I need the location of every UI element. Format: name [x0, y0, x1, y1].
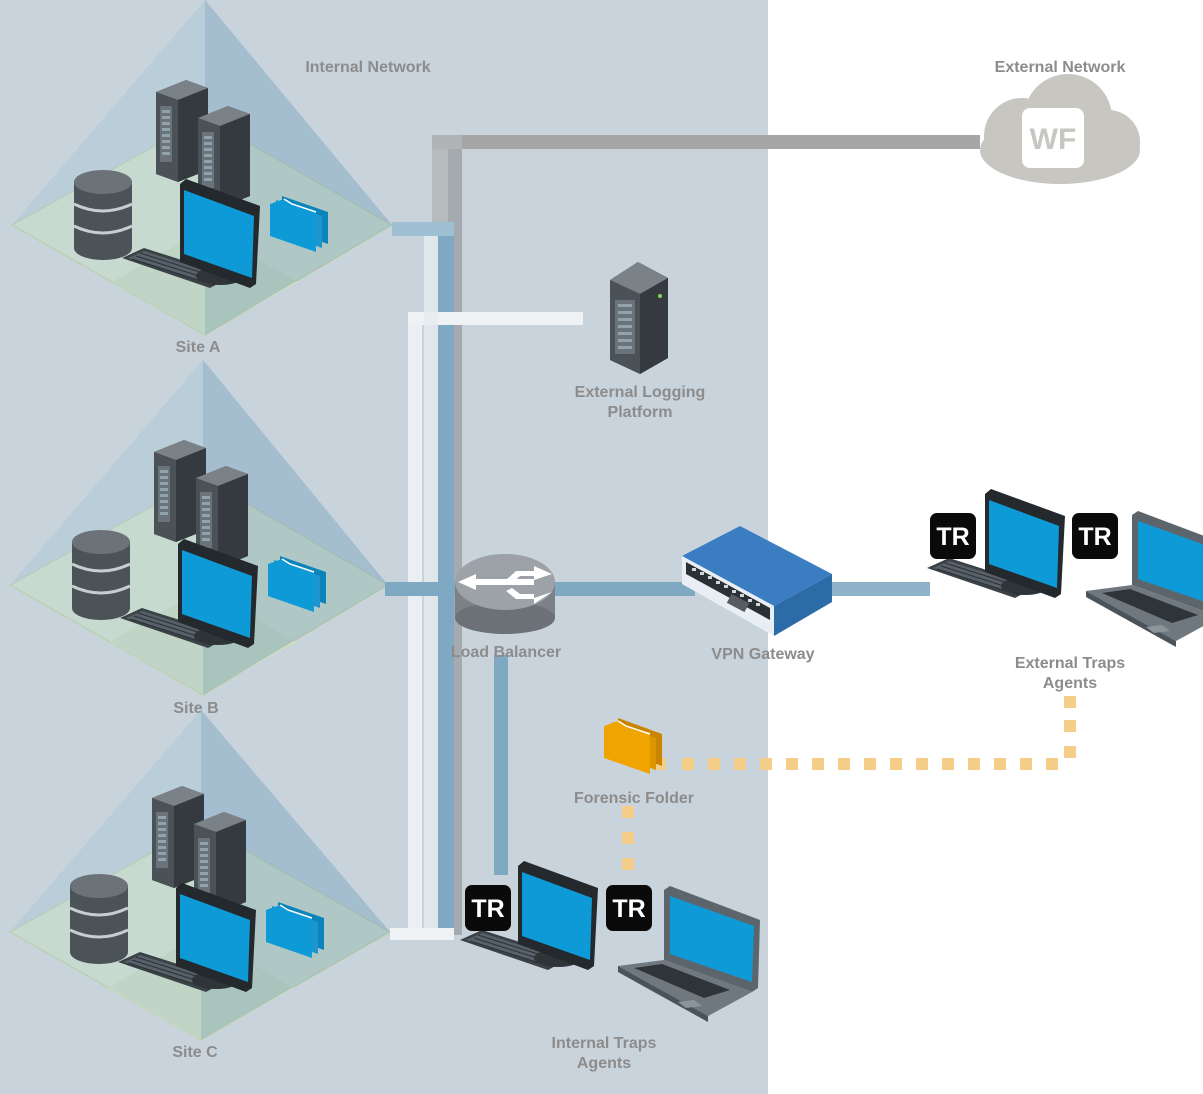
site-b-cluster: [8, 360, 390, 696]
site-a-pyramid-left: [12, 0, 205, 335]
external-agents: TR TR: [926, 488, 1203, 647]
external-agents-label-line2: Agents: [1043, 675, 1097, 692]
site-b-label: Site B: [173, 700, 218, 717]
site-a-cluster: [10, 0, 394, 336]
site-b-database-icon: [70, 528, 132, 622]
external-network-label: External Network: [995, 59, 1126, 76]
svg-text:TR: TR: [1078, 523, 1111, 551]
internal-agents-label-line1: Internal Traps: [552, 1035, 657, 1052]
internal-agents: TR TR: [459, 860, 760, 1022]
site-c-link: [390, 928, 454, 940]
svg-text:TR: TR: [936, 523, 969, 551]
wildfire-badge: [1022, 108, 1084, 168]
internal-desktop-traps-badge: TR: [465, 885, 511, 931]
site-a-link: [392, 222, 454, 236]
load-balancer-label: Load Balancer: [451, 644, 561, 661]
load-balancer: [455, 554, 555, 634]
internal-agents-label-line2: Agents: [577, 1055, 631, 1072]
wildfire-link-horizontal: [432, 135, 980, 149]
external-desktop-traps-badge: TR: [930, 513, 976, 559]
backbone-links: [385, 135, 980, 940]
svg-text:TR: TR: [471, 895, 504, 923]
arrows-icon: [458, 566, 552, 604]
vpn-gateway: [682, 526, 832, 636]
site-a-database-icon: [72, 168, 134, 262]
forensic-folder-label: Forensic Folder: [574, 790, 694, 807]
forensic-dotted-links: [622, 696, 1076, 870]
site-b-pyramid-left: [10, 360, 203, 695]
internal-blue-trunk: [438, 222, 454, 940]
logging-label-line1: External Logging: [575, 384, 706, 401]
site-c-label: Site C: [172, 1044, 218, 1061]
site-c-database-icon: [68, 872, 130, 966]
forensic-folder-icon: [604, 718, 662, 774]
vpn-external-link: [820, 582, 930, 596]
logging-label-line2: Platform: [608, 404, 673, 421]
site-a-label: Site A: [176, 339, 221, 356]
site-c-cluster: [8, 710, 392, 1041]
wildfire-badge-text: WF: [1030, 123, 1077, 156]
external-laptop-traps-badge: TR: [1072, 513, 1118, 559]
logging-link-vertical: [408, 312, 422, 940]
internal-agents-link: [494, 655, 508, 875]
external-logging-server: [610, 262, 668, 374]
svg-text:TR: TR: [612, 895, 645, 923]
external-agents-label-line1: External Traps: [1015, 655, 1125, 672]
logging-link-horizontal: [408, 312, 583, 325]
vpn-gateway-label: VPN Gateway: [711, 646, 814, 663]
internal-laptop-traps-badge: TR: [606, 885, 652, 931]
internal-network-label: Internal Network: [305, 59, 430, 76]
wildfire-cloud: WF: [980, 74, 1140, 184]
